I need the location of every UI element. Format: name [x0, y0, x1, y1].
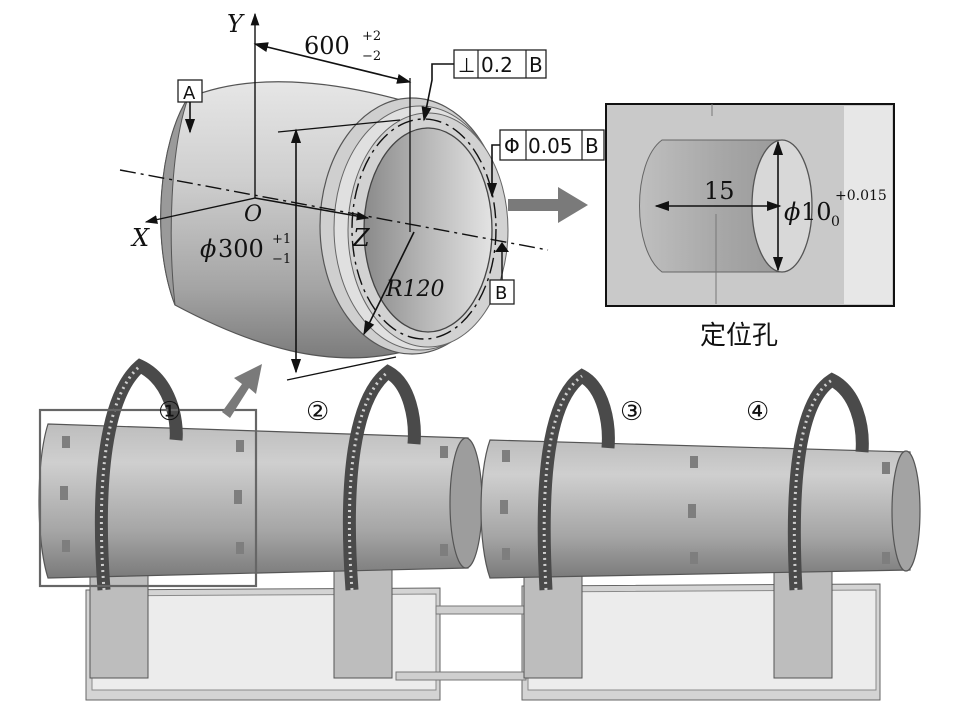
- tube-slots: [60, 436, 890, 564]
- perpendicularity-frame: ⊥ 0.2 B: [421, 49, 547, 122]
- radius-label: R120: [385, 277, 445, 302]
- datum-b: B: [489, 242, 515, 305]
- perpendicularity-value: 0.2: [481, 53, 513, 77]
- station-label-2: ②: [306, 397, 329, 427]
- coordinate-axes: Y X Z O: [119, 10, 549, 252]
- y-axis-label: Y: [227, 10, 245, 38]
- diameter-value: 300: [218, 235, 264, 263]
- ring-gear-4: [787, 372, 869, 591]
- hole-diameter-value: 10: [801, 198, 832, 226]
- link-rail-top: [435, 605, 527, 615]
- position-frame: Φ 0.05 B: [486, 129, 605, 198]
- ring-gear-2: [342, 364, 421, 591]
- z-axis-line: [254, 197, 370, 221]
- station-label-1: ①: [158, 397, 181, 427]
- length-lower-tol: −2: [362, 49, 381, 64]
- locating-hole-detail: 15 ϕ 10 0 +0.015 定位孔: [605, 103, 895, 351]
- assembly-fixture: ① ② ③ ④: [38, 358, 921, 701]
- station-label-4: ④: [746, 397, 769, 427]
- z-axis-label: Z: [352, 224, 371, 252]
- pedestal-2: [333, 559, 393, 679]
- perpendicularity-datum: B: [529, 53, 543, 77]
- hole-depth: 15: [704, 177, 735, 205]
- link-rail-bottom: [395, 671, 527, 681]
- x-axis-line: [144, 197, 256, 224]
- pitch-circle: [351, 118, 497, 340]
- length-dimension: 600 +2 −2: [253, 29, 412, 232]
- station-label-3: ③: [620, 397, 643, 427]
- diameter-upper-tol: +1: [272, 232, 291, 247]
- radius-dimension: R120: [363, 231, 445, 336]
- station-1-highlight: [38, 408, 258, 588]
- tube-left-end: [449, 437, 483, 569]
- detail-caption: 定位孔: [700, 321, 778, 351]
- cylinder-left-end: [160, 97, 189, 306]
- length-upper-tol: +2: [362, 29, 381, 44]
- diameter-lower-tol: −1: [272, 252, 291, 267]
- length-value: 600: [304, 32, 350, 60]
- datum-b-label: B: [495, 283, 507, 304]
- diameter-symbol: ϕ: [200, 235, 216, 263]
- cylinder-segment-part: [160, 81, 509, 359]
- ring-gear-3: [537, 368, 615, 591]
- datum-a-label: A: [183, 83, 196, 104]
- x-axis-label: X: [130, 224, 150, 252]
- position-value: 0.05: [528, 134, 573, 158]
- station-1-pointer-arrow: [222, 364, 262, 418]
- center-axis: [119, 169, 549, 251]
- datum-a: A: [177, 79, 203, 134]
- cylinder-bore: [363, 127, 493, 333]
- datum-b-box: [489, 279, 515, 305]
- position-symbol: Φ: [504, 134, 520, 158]
- pedestal-3: [523, 559, 583, 679]
- tube-right-end: [891, 450, 921, 572]
- hole-upper-tol: +0.015: [835, 188, 887, 204]
- position-datum: B: [585, 134, 599, 158]
- diameter-dimension: ϕ 300 +1 −1: [200, 119, 401, 381]
- origin-label: O: [244, 202, 262, 227]
- hole-lower-tol: 0: [831, 214, 840, 230]
- pedestal-4: [773, 559, 833, 679]
- perpendicularity-symbol: ⊥: [458, 53, 475, 77]
- hole-diameter-symbol: ϕ: [784, 198, 800, 226]
- detail-pointer-arrow: [508, 187, 588, 223]
